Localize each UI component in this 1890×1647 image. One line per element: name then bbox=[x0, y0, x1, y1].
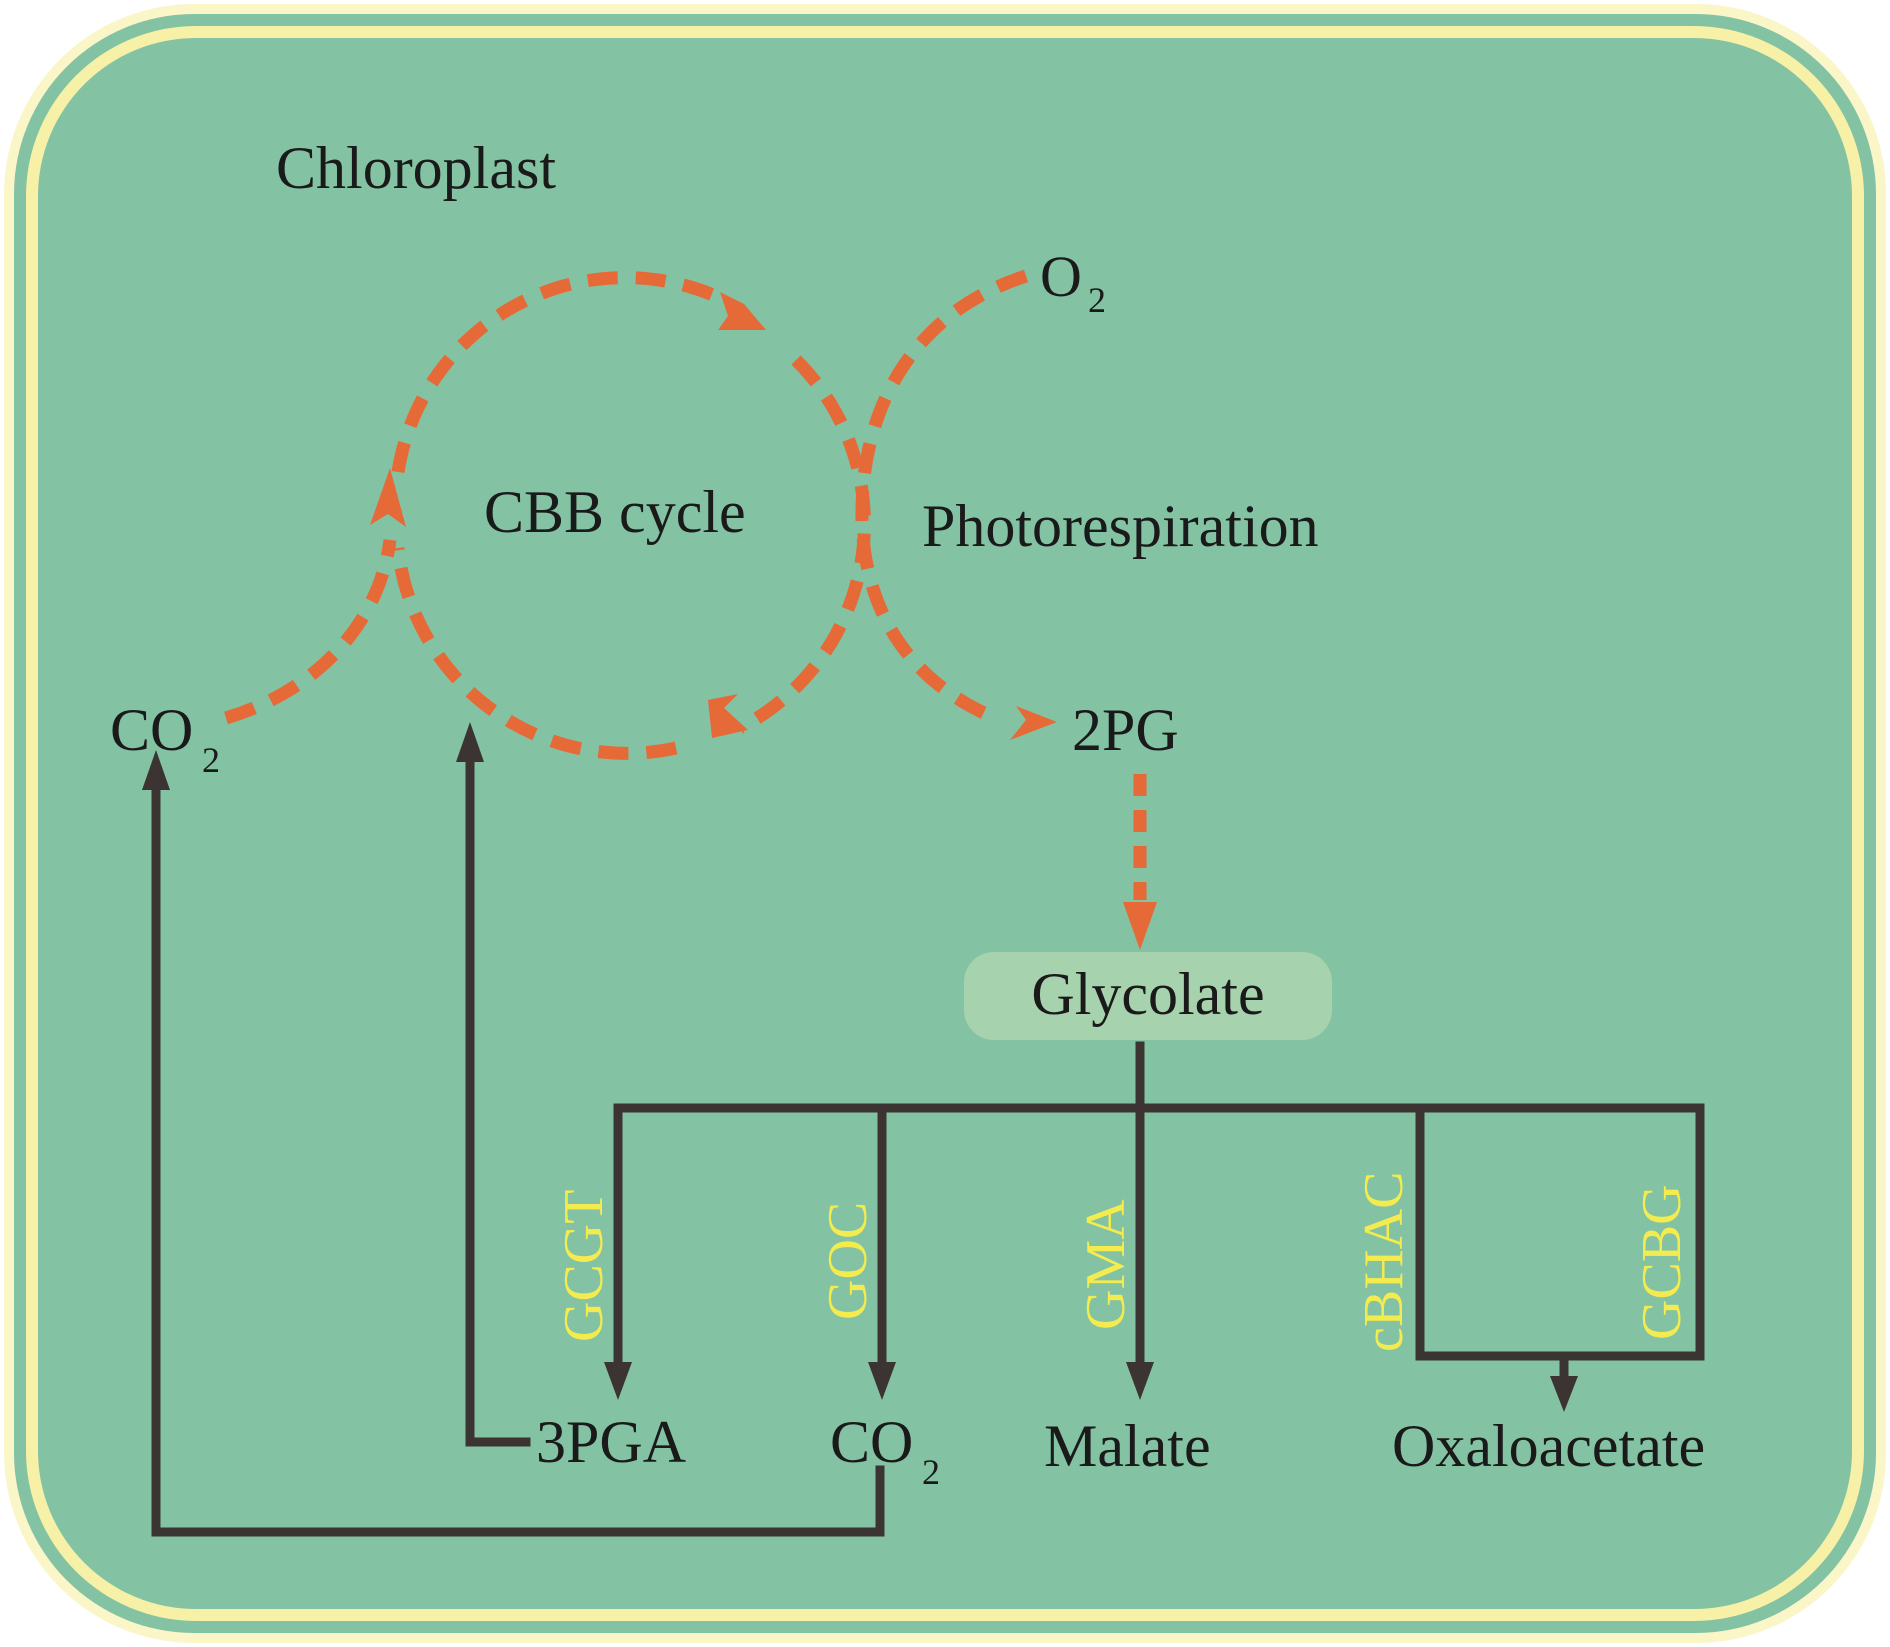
co2-recycle-arrow-head bbox=[142, 750, 170, 790]
co2-left-label: CO 2 bbox=[110, 697, 220, 780]
2pg-label: 2PG bbox=[1072, 697, 1179, 763]
o2-to-photorespiration-arc bbox=[855, 269, 1028, 727]
photorespiration-pathway bbox=[855, 269, 1057, 740]
cbb-arrow-head-bottom bbox=[708, 694, 748, 738]
cbb-arc-top bbox=[391, 271, 723, 474]
cbb-arrow-head-left bbox=[370, 468, 406, 527]
co2-bottom-label: CO 2 bbox=[830, 1409, 940, 1492]
oxaloacetate-arrow-head bbox=[1550, 1376, 1578, 1412]
chloroplast-membrane bbox=[4, 4, 1886, 1643]
photorespiration-label: Photorespiration bbox=[922, 493, 1319, 559]
arrow-head-glycolate bbox=[1123, 902, 1157, 950]
glycolate-label: Glycolate bbox=[1031, 961, 1264, 1027]
enzyme-gma: GMA bbox=[1075, 1199, 1137, 1330]
3pga-label: 3PGA bbox=[536, 1409, 686, 1475]
co2-bottom-subscript: 2 bbox=[922, 1452, 940, 1492]
co2-left-subscript: 2 bbox=[202, 740, 220, 780]
cbb-arc-bottom bbox=[391, 547, 678, 760]
goc-arrow-head bbox=[868, 1362, 896, 1400]
3pga-to-cbb-arrow-head bbox=[456, 722, 484, 762]
gma-arrow-head bbox=[1126, 1362, 1154, 1400]
enzyme-gcgt: GCGT bbox=[553, 1190, 615, 1342]
co2-recycle-line bbox=[151, 775, 885, 1537]
feedback-paths bbox=[142, 722, 885, 1537]
enzyme-goc: GOC bbox=[817, 1202, 879, 1320]
co2-bottom-main: CO bbox=[830, 1409, 913, 1475]
o2-main: O bbox=[1040, 244, 1082, 309]
malate-label: Malate bbox=[1044, 1413, 1211, 1479]
gcgt-arrow-head bbox=[604, 1362, 632, 1400]
cbb-cycle-label: CBB cycle bbox=[484, 479, 746, 545]
co2-left-main: CO bbox=[110, 697, 193, 763]
chloroplast-label: Chloroplast bbox=[276, 135, 556, 201]
o2-subscript: 2 bbox=[1088, 280, 1106, 320]
oxaloacetate-label: Oxaloacetate bbox=[1392, 1413, 1705, 1479]
glycolate-box bbox=[964, 952, 1332, 1040]
cbb-arrow-head-top bbox=[718, 292, 766, 330]
stroma-background bbox=[38, 38, 1852, 1609]
enzyme-cbhac: cBHAC bbox=[1353, 1172, 1415, 1352]
enzyme-gcbg: GCBG bbox=[1631, 1184, 1693, 1340]
3pga-to-cbb-line bbox=[465, 751, 531, 1447]
o2-label: O 2 bbox=[1040, 244, 1106, 320]
glycolate-branches bbox=[604, 1041, 1705, 1412]
arrow-head-2pg bbox=[1010, 706, 1057, 740]
